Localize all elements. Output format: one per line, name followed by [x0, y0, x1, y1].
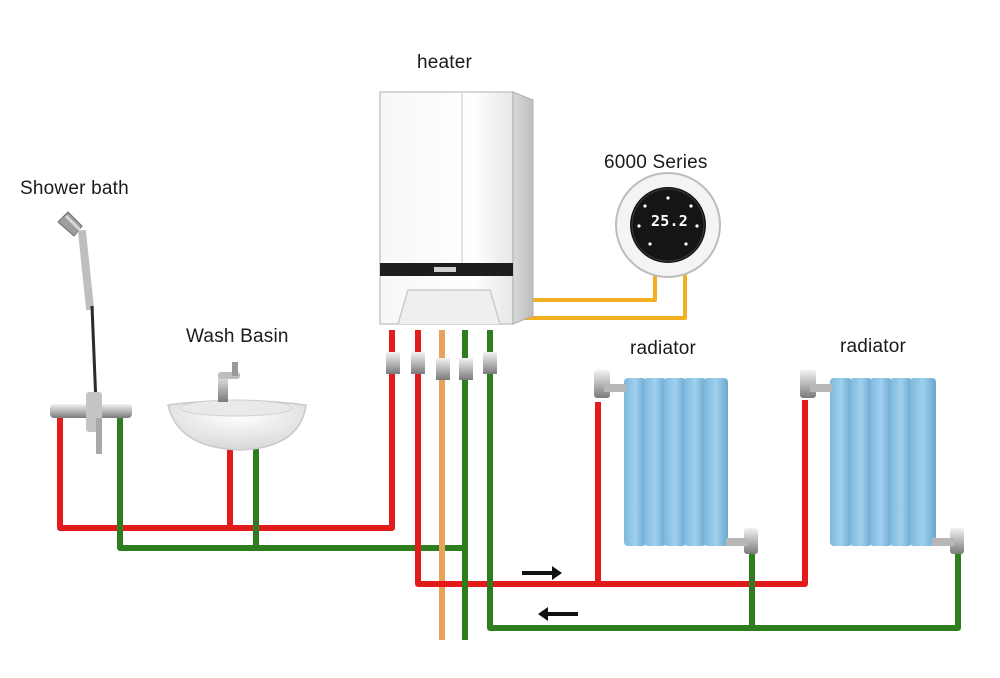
radiator-right-label: radiator [840, 336, 907, 357]
thermostat-label: 6000 Series [604, 152, 708, 173]
radiator-left-label: radiator [630, 338, 697, 359]
thermostat-device [615, 172, 721, 278]
boiler-unit [379, 91, 534, 325]
boiler-valves [386, 352, 497, 380]
boiler-logo-badge [434, 267, 456, 272]
shower-mixer-icon [50, 392, 132, 454]
flow-arrow-left [538, 607, 578, 621]
shower-hose [90, 305, 98, 405]
heating-return-pipe [487, 330, 961, 631]
radiator-right [800, 370, 964, 554]
heater-label: heater [417, 52, 473, 73]
flow-arrow-right [522, 566, 562, 580]
wash-basin-icon [167, 362, 307, 451]
radiator-left [594, 370, 758, 554]
shower-head-icon [57, 211, 95, 311]
heating-flow-pipe [415, 330, 808, 587]
wash-basin-label: Wash Basin [186, 326, 289, 347]
shower-label: Shower bath [20, 178, 129, 199]
domestic-hot-water-pipe [57, 330, 395, 531]
thermostat-touch-icons [637, 196, 699, 246]
thermostat-wire [517, 268, 687, 320]
thermostat-temperature-readout: 25.2 [651, 212, 688, 230]
domestic-cold-water-pipe [117, 330, 468, 551]
